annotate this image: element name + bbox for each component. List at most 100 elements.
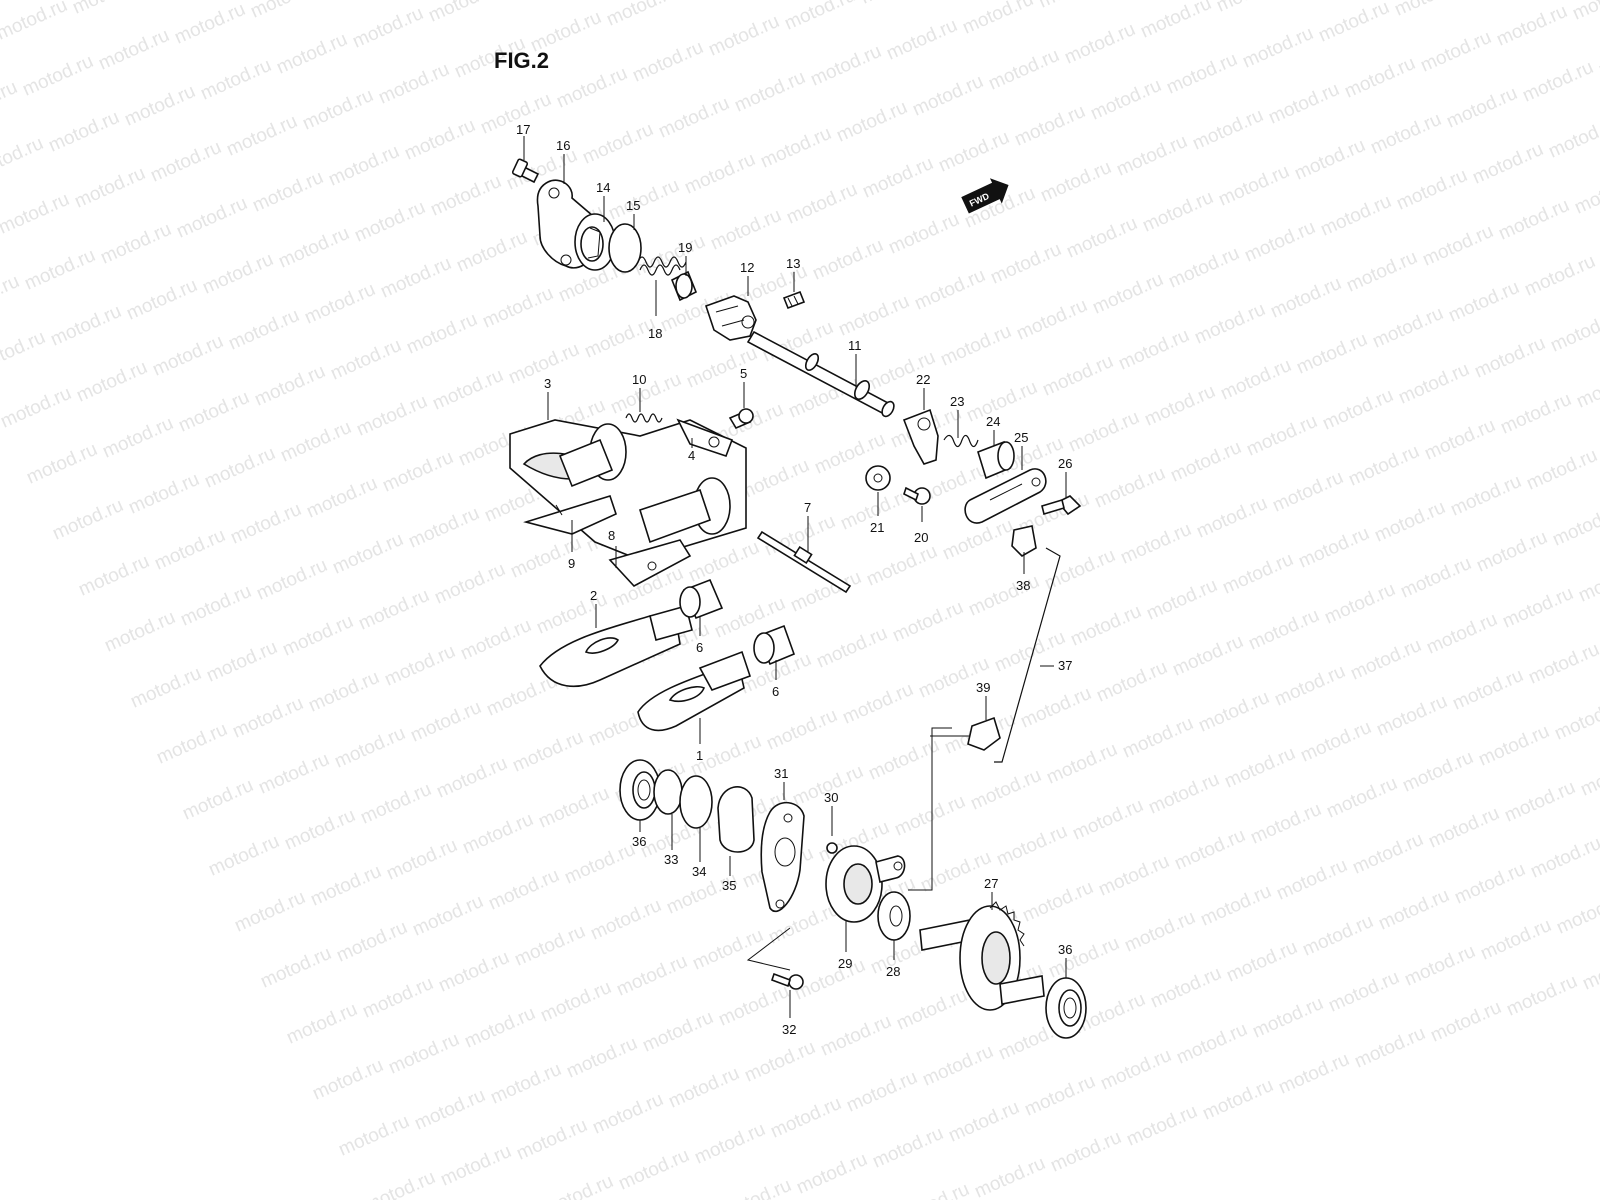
watermark-text: motod.ru — [1249, 993, 1326, 1043]
watermark-text: motod.ru — [1013, 295, 1090, 345]
watermark-text: motod.ru — [425, 0, 502, 27]
watermark-text: motod.ru — [1493, 1, 1570, 51]
connector-line-39 — [908, 727, 952, 891]
watermark-text: motod.ru — [691, 1119, 768, 1169]
watermark-text: motod.ru — [603, 0, 680, 31]
watermark-text: motod.ru — [993, 821, 1070, 871]
watermark-text: motod.ru — [1317, 191, 1394, 241]
watermark-text: motod.ru — [223, 111, 300, 161]
watermark-text: motod.ru — [437, 1141, 514, 1191]
watermark-text: motod.ru — [681, 149, 758, 199]
part-15-o-ring — [608, 223, 642, 273]
part-35-gasket — [717, 786, 755, 853]
watermark-text: motod.ru — [1319, 385, 1396, 435]
watermark-text: motod.ru — [967, 765, 1044, 815]
callout-24: 24 — [986, 414, 1000, 429]
watermark-text: motod.ru — [359, 973, 436, 1023]
watermark-text: motod.ru — [257, 943, 334, 993]
watermark-text: motod.ru — [381, 641, 458, 691]
watermark-text: motod.ru — [1139, 187, 1216, 237]
watermark-text: motod.ru — [809, 235, 886, 285]
watermark-text: motod.ru — [335, 1111, 412, 1161]
watermark-text: motod.ru — [679, 0, 756, 5]
watermark-text: motod.ru — [1401, 941, 1478, 991]
part-36-bearing-left — [619, 759, 661, 821]
callout-36-left: 36 — [632, 834, 646, 849]
watermark-text: motod.ru — [125, 469, 202, 519]
watermark-text: motod.ru — [205, 831, 282, 881]
callout-7: 7 — [804, 500, 811, 515]
part-4-bracket — [676, 418, 734, 458]
watermark-text: motod.ru — [1093, 657, 1170, 707]
watermark-text: motod.ru — [149, 331, 226, 381]
watermark-text: motod.ru — [203, 637, 280, 687]
watermark-text: motod.ru — [1497, 389, 1574, 439]
watermark-text: motod.ru — [0, 0, 71, 45]
watermark-text: motod.ru — [705, 11, 782, 61]
watermark-text: motod.ru — [487, 1059, 564, 1109]
watermark-text: motod.ru — [1325, 967, 1402, 1017]
part-11-shaft — [746, 330, 895, 418]
part-32-screw — [770, 972, 804, 990]
watermark-text: motod.ru — [1019, 877, 1096, 927]
watermark-text: motod.ru — [843, 1067, 920, 1117]
part-12-lever-fork — [704, 295, 757, 341]
watermark-text: motod.ru — [1115, 325, 1192, 375]
watermark-text: motod.ru — [1451, 859, 1528, 909]
watermark-text: motod.ru — [309, 1055, 386, 1105]
watermark-text: motod.ru — [171, 0, 248, 49]
watermark-text: motod.ru — [1245, 605, 1322, 655]
watermark-text: motod.ru — [1553, 889, 1600, 939]
watermark-text: motod.ru — [1173, 1019, 1250, 1069]
watermark-text: motod.ru — [1243, 411, 1320, 461]
watermark-text: motod.ru — [1197, 881, 1274, 931]
callout-10: 10 — [632, 372, 646, 387]
part-38-clip — [1011, 525, 1037, 557]
watermark-text: motod.ru — [1395, 359, 1472, 409]
part-29-gear-disk — [825, 845, 906, 923]
watermark-text: motod.ru — [987, 239, 1064, 289]
watermark-text: motod.ru — [1195, 687, 1272, 737]
watermark-text: motod.ru — [1121, 907, 1198, 957]
part-6-bushing-upper — [679, 578, 724, 620]
connector-line-32 — [746, 927, 791, 971]
callout-18: 18 — [648, 326, 662, 341]
watermark-text: motod.ru — [1297, 717, 1374, 767]
part-36-bearing-right — [1045, 977, 1087, 1039]
watermark-text: motod.ru — [963, 377, 1040, 427]
callout-27: 27 — [984, 876, 998, 891]
watermark-text: motod.ru — [793, 1149, 870, 1199]
watermark-text: motod.ru — [535, 783, 612, 833]
watermark-text: motod.ru — [253, 555, 330, 605]
part-8-plate — [608, 539, 692, 587]
watermark-text: motod.ru — [895, 1179, 972, 1200]
watermark-text: motod.ru — [1475, 721, 1552, 771]
watermark-text: motod.ru — [665, 1063, 742, 1113]
watermark-text: motod.ru — [401, 115, 478, 165]
part-27-gear-shaft — [919, 901, 1045, 1011]
watermark-text: motod.ru — [965, 571, 1042, 621]
watermark-text: motod.ru — [717, 1175, 794, 1200]
watermark-text: motod.ru — [1223, 937, 1300, 987]
part-18-spring — [637, 256, 687, 276]
watermark-text: motod.ru — [915, 653, 992, 703]
callout-23: 23 — [950, 394, 964, 409]
callout-2: 2 — [590, 588, 597, 603]
watermark-text: motod.ru — [177, 581, 254, 631]
watermark-text: motod.ru — [865, 735, 942, 785]
watermark-text: motod.ru — [807, 41, 884, 91]
callout-12: 12 — [740, 260, 754, 275]
watermark-text: motod.ru — [883, 15, 960, 65]
watermark-text: motod.ru — [863, 541, 940, 591]
watermark-text: motod.ru — [715, 981, 792, 1031]
watermark-text: motod.ru — [383, 835, 460, 885]
watermark-text: motod.ru — [0, 189, 73, 239]
watermark-text: motod.ru — [1137, 0, 1214, 43]
watermark-text: motod.ru — [1547, 307, 1600, 357]
watermark-text: motod.ru — [1341, 53, 1418, 103]
callout-32: 32 — [782, 1022, 796, 1037]
watermark-text: motod.ru — [613, 951, 690, 1001]
watermark-text: motod.ru — [935, 127, 1012, 177]
watermark-text: motod.ru — [409, 891, 486, 941]
watermark-text: motod.ru — [301, 279, 378, 329]
